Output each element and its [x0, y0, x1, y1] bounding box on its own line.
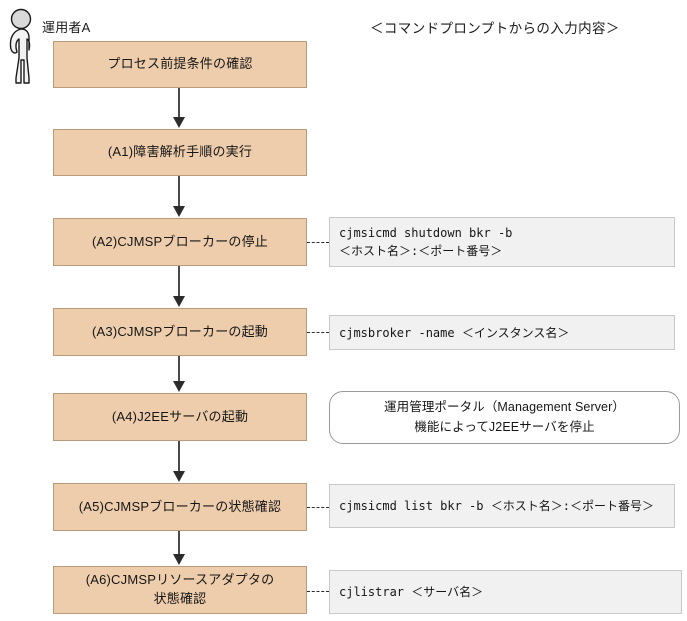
- connector-a3: [307, 332, 329, 333]
- connector-a5: [307, 507, 329, 508]
- process-box-a2[interactable]: (A2)CJMSPブローカーの停止: [53, 218, 307, 266]
- actor-label: 運用者A: [42, 20, 91, 35]
- command-box-a6: cjlistrar ＜サーバ名＞: [329, 570, 682, 614]
- note-box-a4: 運用管理ポータル（Management Server） 機能によってJ2EEサー…: [329, 391, 680, 444]
- flow-arrow-1: [173, 176, 185, 217]
- flow-arrow-3: [173, 356, 185, 392]
- process-box-a5[interactable]: (A5)CJMSPブローカーの状態確認: [53, 483, 307, 531]
- command-box-a3: cjmsbroker -name ＜インスタンス名＞: [329, 315, 675, 350]
- actor-person-icon: [4, 8, 40, 86]
- connector-a2: [307, 242, 329, 243]
- process-box-prerequisite[interactable]: プロセス前提条件の確認: [53, 41, 307, 88]
- command-box-a5: cjmsicmd list bkr -b ＜ホスト名＞:＜ポート番号＞: [329, 484, 675, 528]
- flow-arrow-4: [173, 441, 185, 482]
- section-header: ＜コマンドプロンプトからの入力内容＞: [370, 21, 620, 36]
- process-box-a1[interactable]: (A1)障害解析手順の実行: [53, 129, 307, 176]
- connector-a6: [307, 591, 329, 592]
- flow-arrow-5: [173, 531, 185, 565]
- flow-arrow-0: [173, 88, 185, 128]
- process-box-a4[interactable]: (A4)J2EEサーバの起動: [53, 393, 307, 441]
- process-box-a3[interactable]: (A3)CJMSPブローカーの起動: [53, 308, 307, 356]
- command-box-a2: cjmsicmd shutdown bkr -b ＜ホスト名＞:＜ポート番号＞: [329, 217, 675, 267]
- flow-arrow-2: [173, 266, 185, 307]
- process-box-a6[interactable]: (A6)CJMSPリソースアダプタの 状態確認: [53, 566, 307, 614]
